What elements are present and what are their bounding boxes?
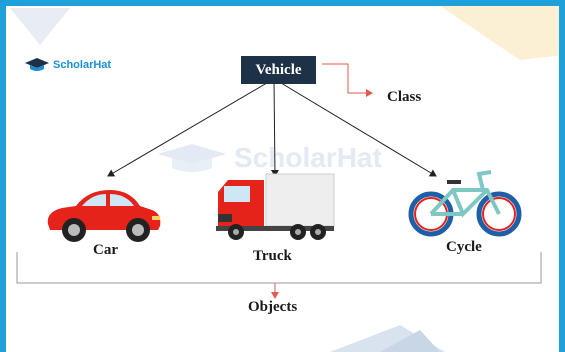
arrow-to-cycle bbox=[275, 79, 437, 177]
class-label: Class bbox=[387, 89, 422, 105]
watermark-mortarboard-icon bbox=[158, 144, 226, 172]
vehicle-class-box: Vehicle bbox=[241, 56, 316, 84]
mortarboard-icon bbox=[25, 58, 49, 71]
arrow-to-car bbox=[107, 79, 273, 177]
brand-logo: ScholarHat bbox=[24, 57, 111, 73]
car-icon bbox=[47, 190, 161, 242]
objects-label: Objects bbox=[248, 299, 298, 315]
bicycle-icon bbox=[408, 170, 522, 237]
vehicle-class-label: Vehicle bbox=[255, 61, 302, 78]
objects-bracket bbox=[16, 252, 542, 284]
truck-icon bbox=[216, 173, 335, 240]
brand-name: ScholarHat bbox=[53, 59, 112, 71]
watermark-text: ScholarHat bbox=[234, 142, 382, 173]
truck-label: Truck bbox=[253, 248, 292, 264]
arrow-to-class-label bbox=[322, 63, 373, 97]
car-label: Car bbox=[93, 242, 118, 258]
arrow-to-truck bbox=[270, 79, 279, 177]
cycle-label: Cycle bbox=[446, 239, 482, 255]
watermark: ScholarHat bbox=[156, 142, 382, 174]
